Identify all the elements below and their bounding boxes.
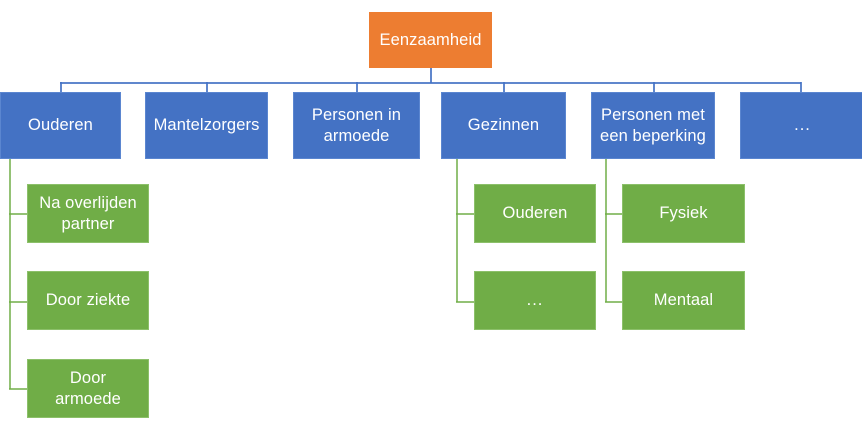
node-mentaal[interactable]: Mentaal [622, 271, 745, 330]
connector-elbow-na-overlijden-partner [9, 213, 28, 215]
node-personen-in-armoede[interactable]: Personen in armoede [293, 92, 420, 159]
connector-spine-personen-met-een-beperking [605, 159, 607, 302]
node-mantelzorgers[interactable]: Mantelzorgers [145, 92, 268, 159]
connector-elbow-door-ziekte [9, 301, 28, 303]
node-label: Personen in armoede [311, 106, 402, 145]
node-personen-met-een-beperking[interactable]: Personen met een beperking [591, 92, 715, 159]
node-label: Eenzaamheid [379, 30, 482, 49]
node-gezinnen-meer[interactable]: ... [474, 271, 596, 330]
connector-drop-personen-met-een-beperking [653, 82, 655, 92]
connector-elbow-gezinnen-ouderen [456, 213, 475, 215]
connector-root-stem [430, 68, 432, 83]
connector-spine-ouderen [9, 159, 11, 389]
node-label: Door ziekte [45, 291, 131, 310]
node-door-ziekte[interactable]: Door ziekte [27, 271, 149, 330]
node-label: Na overlijden partner [39, 194, 137, 233]
node-label: Ouderen [502, 204, 568, 223]
node-label: ... [794, 116, 811, 135]
node-door-armoede[interactable]: Door armoede [27, 359, 149, 418]
connector-elbow-fysiek [605, 213, 624, 215]
node-ouderen[interactable]: Ouderen [0, 92, 121, 159]
node-label: ... [526, 291, 544, 310]
connector-level1-bus [60, 82, 801, 84]
connector-elbow-mentaal [605, 301, 624, 303]
node-meer[interactable]: ... [740, 92, 862, 159]
connector-drop-mantelzorgers [206, 82, 208, 92]
connector-elbow-door-armoede [9, 388, 28, 390]
node-label: Ouderen [28, 116, 93, 135]
node-gezinnen[interactable]: Gezinnen [441, 92, 566, 159]
connector-drop-gezinnen [503, 82, 505, 92]
node-fysiek[interactable]: Fysiek [622, 184, 745, 243]
node-label: Gezinnen [467, 116, 540, 135]
connector-spine-gezinnen [456, 159, 458, 302]
connector-drop-meer [800, 82, 802, 92]
node-label: Door armoede [55, 369, 121, 408]
node-label: Mentaal [653, 291, 714, 310]
node-eenzaamheid[interactable]: Eenzaamheid [369, 12, 492, 68]
connector-elbow-gezinnen-meer [456, 301, 475, 303]
node-label: Fysiek [659, 204, 708, 223]
connector-drop-personen-in-armoede [356, 82, 358, 92]
node-label: Personen met een beperking [600, 106, 706, 145]
node-gezinnen-ouderen[interactable]: Ouderen [474, 184, 596, 243]
connector-drop-ouderen [60, 82, 62, 92]
node-na-overlijden-partner[interactable]: Na overlijden partner [27, 184, 149, 243]
node-label: Mantelzorgers [153, 116, 260, 135]
